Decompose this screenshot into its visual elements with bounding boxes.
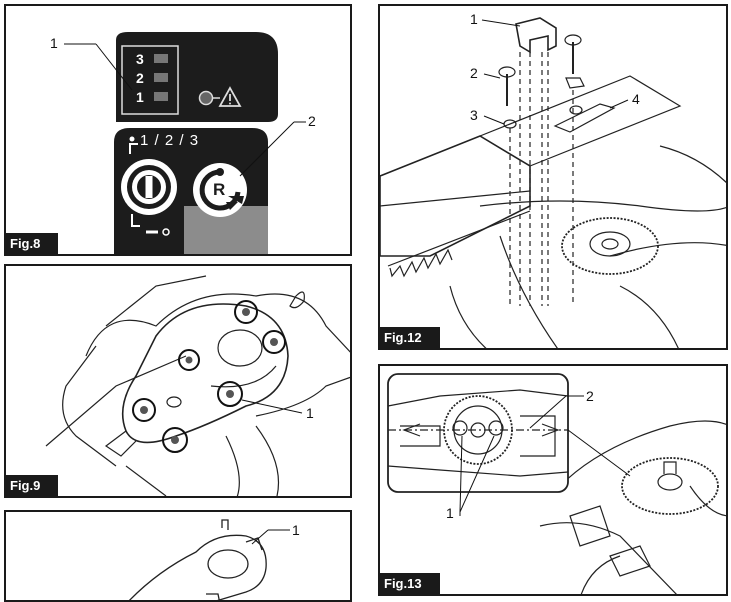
figure-8-panel: 1 2 3 2 1 1 / 2 / 3 R Fig.8 xyxy=(4,4,352,256)
led-label-2: 2 xyxy=(136,70,144,86)
figure-12-panel: 1 2 3 4 Fig.12 xyxy=(378,4,728,350)
led-label-3: 3 xyxy=(136,51,144,67)
callout-1: 1 xyxy=(50,35,58,51)
callout-1: 1 xyxy=(470,11,478,27)
warning-lamp-icon xyxy=(198,90,214,106)
mode-sequence-label: 1 / 2 / 3 xyxy=(140,132,200,149)
blade-assembly-illustration xyxy=(380,17,726,348)
callout-1: 1 xyxy=(292,522,300,538)
led-label-1: 1 xyxy=(136,89,144,105)
callout-4: 4 xyxy=(632,91,640,107)
callout-2: 2 xyxy=(470,65,478,81)
figure-label: Fig.13 xyxy=(380,573,440,594)
gear-cover-screws-illustration xyxy=(45,275,350,496)
figure-label: Fig.8 xyxy=(6,233,59,254)
figure-label: Fig.9 xyxy=(6,475,59,496)
gear-cover-illustration xyxy=(128,519,290,600)
callout-1: 1 xyxy=(446,505,454,521)
callout-2: 2 xyxy=(586,388,594,404)
callout-3: 3 xyxy=(470,107,478,123)
callout-2: 2 xyxy=(308,113,316,129)
reverse-letter: R xyxy=(213,180,227,199)
figure-13-panel: 2 1 Fig.13 xyxy=(378,364,728,596)
callout-1: 1 xyxy=(306,405,314,421)
figure-label: Fig.12 xyxy=(380,327,440,348)
warning-triangle-icon xyxy=(218,86,242,107)
figure-10-panel: 1 xyxy=(4,510,352,602)
control-panel-illustration xyxy=(64,32,306,254)
figure-9-panel: 1 Fig.9 xyxy=(4,264,352,498)
gear-alignment-illustration xyxy=(387,373,726,594)
